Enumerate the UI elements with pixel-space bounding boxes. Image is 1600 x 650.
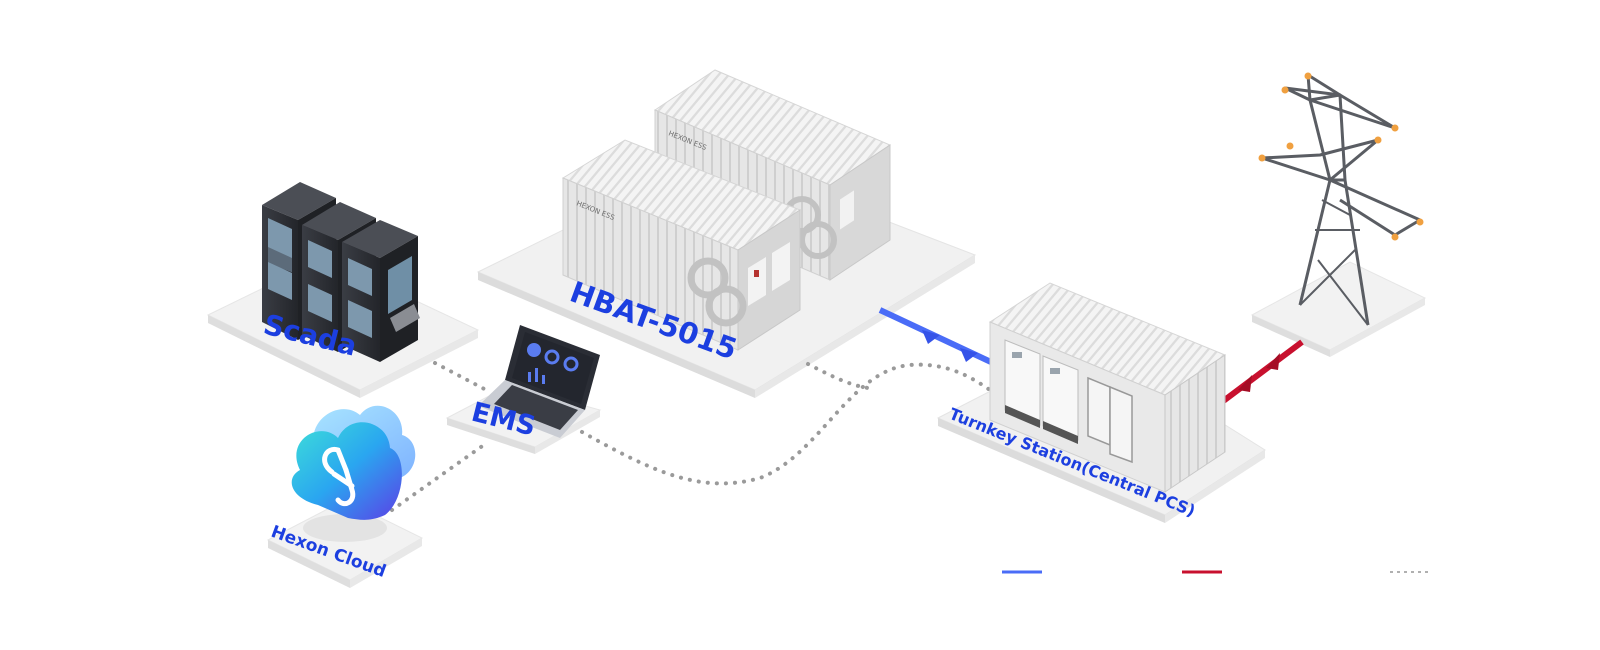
hexon-logo-icon — [322, 446, 356, 507]
tower-crossarm-low — [1329, 178, 1422, 237]
pcs-display-2 — [1050, 368, 1060, 374]
pcs-cabinet-2-base — [1043, 421, 1078, 444]
container-front-logo-watermark — [687, 257, 747, 327]
container-front-door-1 — [748, 257, 766, 306]
dc-line-arrow-2 — [960, 348, 978, 362]
ac-line-turnkey-grid — [1220, 339, 1304, 405]
laptop-chart-ring-2 — [563, 356, 579, 372]
container-front-door-2 — [772, 242, 790, 291]
container-front-indicator — [754, 270, 759, 277]
laptop-bar-3 — [542, 375, 545, 384]
grid-platform-edge — [1252, 315, 1330, 357]
grid-platform — [1250, 261, 1427, 351]
ems-platform-edge — [447, 418, 535, 454]
cloud-platform-edge-right — [350, 538, 422, 588]
laptop-bar-1 — [528, 372, 531, 382]
central-pcs-cabinets — [1004, 339, 1079, 444]
ac-line-arrow-2 — [1266, 353, 1280, 370]
cloud-shadow — [303, 514, 387, 542]
comm-line-cloud-ems — [390, 440, 490, 512]
ems-laptop — [478, 325, 600, 438]
scada-platform-edge — [208, 315, 360, 398]
turnkey-platform-edge-right — [1165, 450, 1265, 523]
cloud-platform-edge — [268, 540, 350, 588]
tower-legs — [1298, 178, 1370, 326]
turnkey-platform-edge — [938, 418, 1165, 523]
laptop-bar-2 — [535, 368, 538, 382]
tower-insulators — [1258, 72, 1424, 241]
tower-body — [1308, 93, 1347, 181]
pcs-cabinet-1-base — [1005, 405, 1040, 428]
pcs-display-1 — [1012, 352, 1022, 358]
tower-bracing — [1299, 199, 1369, 326]
laptop-chart-ring-1 — [544, 349, 560, 365]
rack-screens — [268, 218, 372, 338]
scada-server-racks — [262, 182, 420, 362]
grid-platform-edge-right — [1330, 298, 1425, 357]
comm-line-battery-turnkey — [806, 362, 870, 390]
pcs-vent-panels — [1087, 376, 1133, 464]
scada-platform-edge-right — [360, 330, 478, 398]
power-lines — [878, 307, 1304, 405]
hexon-cloud-icon — [291, 405, 416, 542]
comm-line-ems-turnkey — [580, 362, 992, 486]
ac-line-arrow-1 — [1238, 375, 1252, 392]
dc-line-battery-turnkey — [878, 307, 1010, 373]
turnkey-station-container — [988, 282, 1227, 493]
transmission-tower-icon — [1258, 72, 1424, 326]
battery-container-front: HEXON ESS — [561, 139, 802, 351]
turnkey-end-wall — [1164, 354, 1226, 493]
dc-line-arrow-1 — [922, 330, 940, 344]
communication-lines — [390, 361, 992, 512]
battery-platform-edge — [478, 272, 755, 398]
ems-platform-edge-right — [535, 410, 600, 454]
container-back-door — [840, 190, 854, 230]
battery-platform-edge-right — [755, 255, 975, 398]
laptop-chart-pie — [527, 343, 541, 357]
comm-line-scada-ems — [433, 361, 492, 394]
laptop-keys — [494, 385, 578, 430]
